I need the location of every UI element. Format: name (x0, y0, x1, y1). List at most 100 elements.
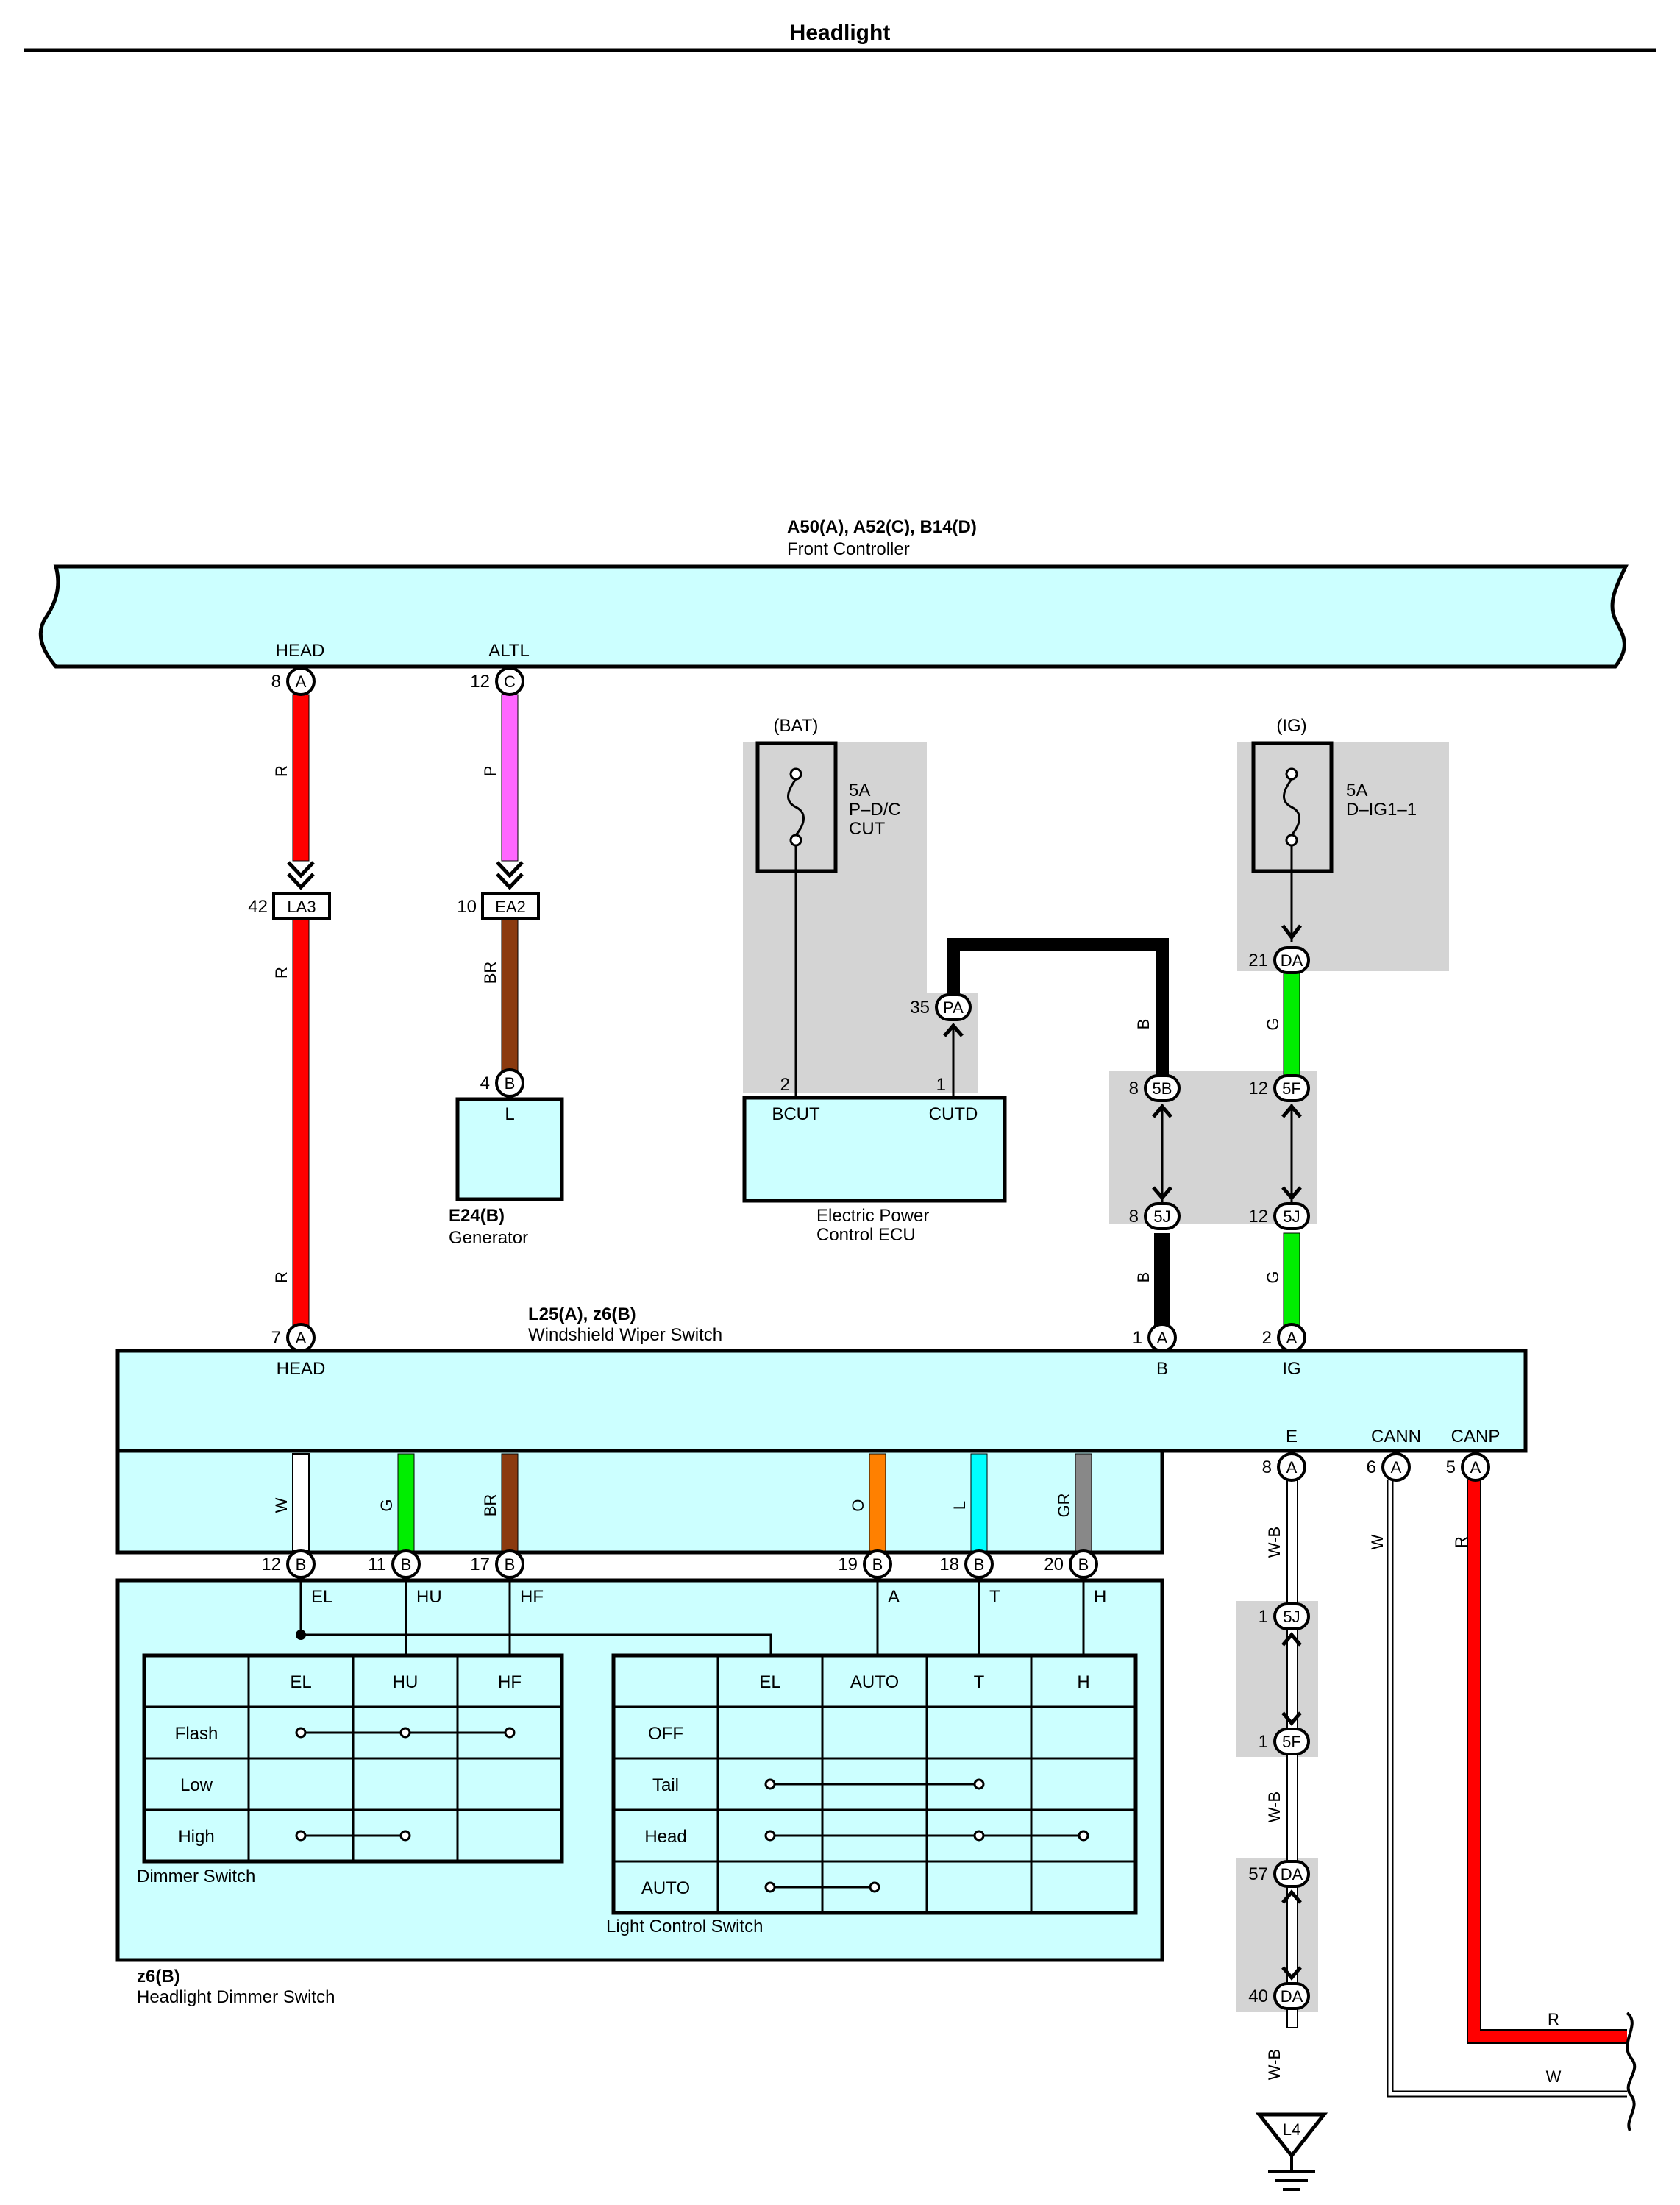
gen-pin (495, 1068, 524, 1098)
e-da57-id: DA (1281, 1865, 1303, 1883)
ws-canp-label: CANP (1451, 1427, 1501, 1446)
gen-pin-num: 4 (480, 1073, 490, 1093)
fuse-ig-terminal-top (1285, 767, 1298, 781)
e5f-id: 5F (1282, 1733, 1301, 1751)
fc-head-pin (286, 667, 316, 696)
e5j-num: 1 (1259, 1607, 1268, 1627)
ws-b-num: 1 (1133, 1328, 1142, 1348)
fc-head-label: HEAD (276, 641, 325, 661)
dimmer_switch-contact (504, 1727, 516, 1739)
wire-label-lc-gr-front: GR (1055, 1494, 1073, 1518)
dimmer-pin-conn: B (974, 1555, 985, 1574)
wire-label-b-lower: B (1134, 1272, 1153, 1283)
dimmer_switch-col-header: EL (290, 1672, 311, 1692)
ws-b-conn: A (1157, 1329, 1168, 1347)
wire-label-out-w: W (1546, 2067, 1562, 2086)
e5f-num: 1 (1259, 1732, 1268, 1752)
light-control-switch-caption: Light Control Switch (606, 1917, 763, 1936)
dimmer-pin-3 (863, 1549, 892, 1579)
e-da40-oval (1273, 1982, 1310, 2010)
dimmer-pin-num: 17 (470, 1555, 490, 1574)
ea2-num: 10 (457, 897, 477, 917)
wire-label-head-lower: R (272, 967, 291, 979)
wire-label-g-lower: G (1264, 1271, 1282, 1283)
dimmer-pin-4 (964, 1549, 994, 1579)
ws-e-pin (1277, 1452, 1306, 1482)
ws-cann-pin (1381, 1452, 1411, 1482)
dimmer_switch-row-header: Low (180, 1775, 213, 1795)
dimmer_switch-col-header: HU (393, 1672, 419, 1692)
dimmer_switch-contact (295, 1830, 307, 1842)
wiper-switch-box (115, 1349, 1528, 1453)
ws-head-conn: A (296, 1329, 307, 1347)
ws-ig-pin (1277, 1323, 1306, 1352)
da21-num: 21 (1248, 951, 1268, 970)
wiper-switch-name: Windshield Wiper Switch (528, 1325, 722, 1345)
fuse-bat-amp: 5A (849, 781, 870, 800)
light_control_switch-contact (973, 1778, 985, 1790)
wiper-switch-lower-box (115, 1449, 1164, 1555)
splice-dot (296, 1630, 306, 1640)
pa-oval (935, 993, 972, 1021)
b5j-num: 8 (1129, 1207, 1139, 1226)
g5j-num: 12 (1248, 1207, 1268, 1226)
wire-label-dim-w-front: W (272, 1497, 291, 1513)
wire-canp-outline (1467, 1480, 1627, 2044)
light_control_switch-contact (764, 1778, 776, 1790)
ws-head-pin (286, 1323, 316, 1352)
fuse-bat-source: (BAT) (774, 716, 819, 736)
la3-id: LA3 (287, 898, 316, 916)
wire-g-upper (1283, 972, 1300, 1076)
gen-pin-label: L (505, 1104, 514, 1124)
dimmer-pin-conn: B (296, 1555, 307, 1574)
fuse-bat-element (787, 778, 805, 836)
fc-altl-label: ALTL (488, 641, 530, 661)
dimmer-internal-wires (299, 1580, 1085, 1655)
ws-ig-num: 2 (1262, 1328, 1272, 1348)
e-da40-arrow (1281, 1966, 1302, 1981)
e5j-arrow (1281, 1632, 1302, 1647)
ecu-cutd-num: 1 (936, 1075, 946, 1095)
dimmer-pin-label: HU (416, 1587, 442, 1607)
inline-connectors: LA3 42 EA2 10 (248, 861, 540, 920)
light_control_switch-contact (764, 1830, 776, 1842)
wire-label-b-upper: B (1134, 1019, 1153, 1030)
light_control_switch-row-header: AUTO (641, 1878, 690, 1898)
ws-canp-pin (1461, 1452, 1490, 1482)
ws-cann-conn: A (1391, 1458, 1402, 1477)
ws-b-label: B (1156, 1359, 1168, 1379)
dimmer-pin-num: 19 (838, 1555, 858, 1574)
g5j-arrow (1281, 1186, 1302, 1201)
light_control_switch-col-header: T (974, 1672, 985, 1692)
ws-canp-num: 5 (1446, 1457, 1456, 1477)
wire-label-head-bottom: R (272, 1271, 291, 1283)
da21-id: DA (1281, 951, 1303, 970)
dimmer-pin-0 (286, 1549, 316, 1579)
dimmer-pin-label: A (888, 1587, 900, 1607)
wire-head-lower (292, 917, 310, 1331)
generator-name: Generator (449, 1228, 528, 1248)
ws-e-label: E (1286, 1427, 1298, 1446)
wire-label-head-upper: R (272, 765, 291, 777)
headlight-dimmer-name: Headlight Dimmer Switch (137, 1987, 335, 2007)
ws-e-conn: A (1286, 1458, 1298, 1477)
ecu-bcut-label: BCUT (772, 1104, 820, 1124)
wire-cann-outline (1387, 1480, 1627, 2098)
oval-connectors: DA 21 PA 35 5B 8 5J 8 5F 12 5J 12 5J 1 (910, 924, 1310, 2010)
dimmer-pin-label: HF (520, 1587, 544, 1607)
ws-ig-label: IG (1282, 1359, 1300, 1379)
dimmer_switch-contact (295, 1727, 307, 1739)
fuse-ig-amp: 5A (1346, 781, 1367, 800)
dimmer-pin-label: T (989, 1587, 1000, 1607)
ecu-bcut-num: 2 (780, 1075, 790, 1095)
b5b-arrow (1152, 1104, 1172, 1118)
fuse-bat-terminal-top (789, 767, 802, 781)
e5f-arrow (1281, 1711, 1302, 1726)
wire-cann (1388, 1480, 1627, 2096)
fuse-bat: (BAT) 5A P–D/C CUT (755, 716, 901, 873)
gen-pin-conn: B (505, 1074, 516, 1093)
dimmer-switch-caption: Dimmer Switch (137, 1867, 255, 1886)
wire-label-lc-l-front: L (950, 1501, 969, 1510)
wire-label-dim-br-front: BR (481, 1494, 499, 1517)
